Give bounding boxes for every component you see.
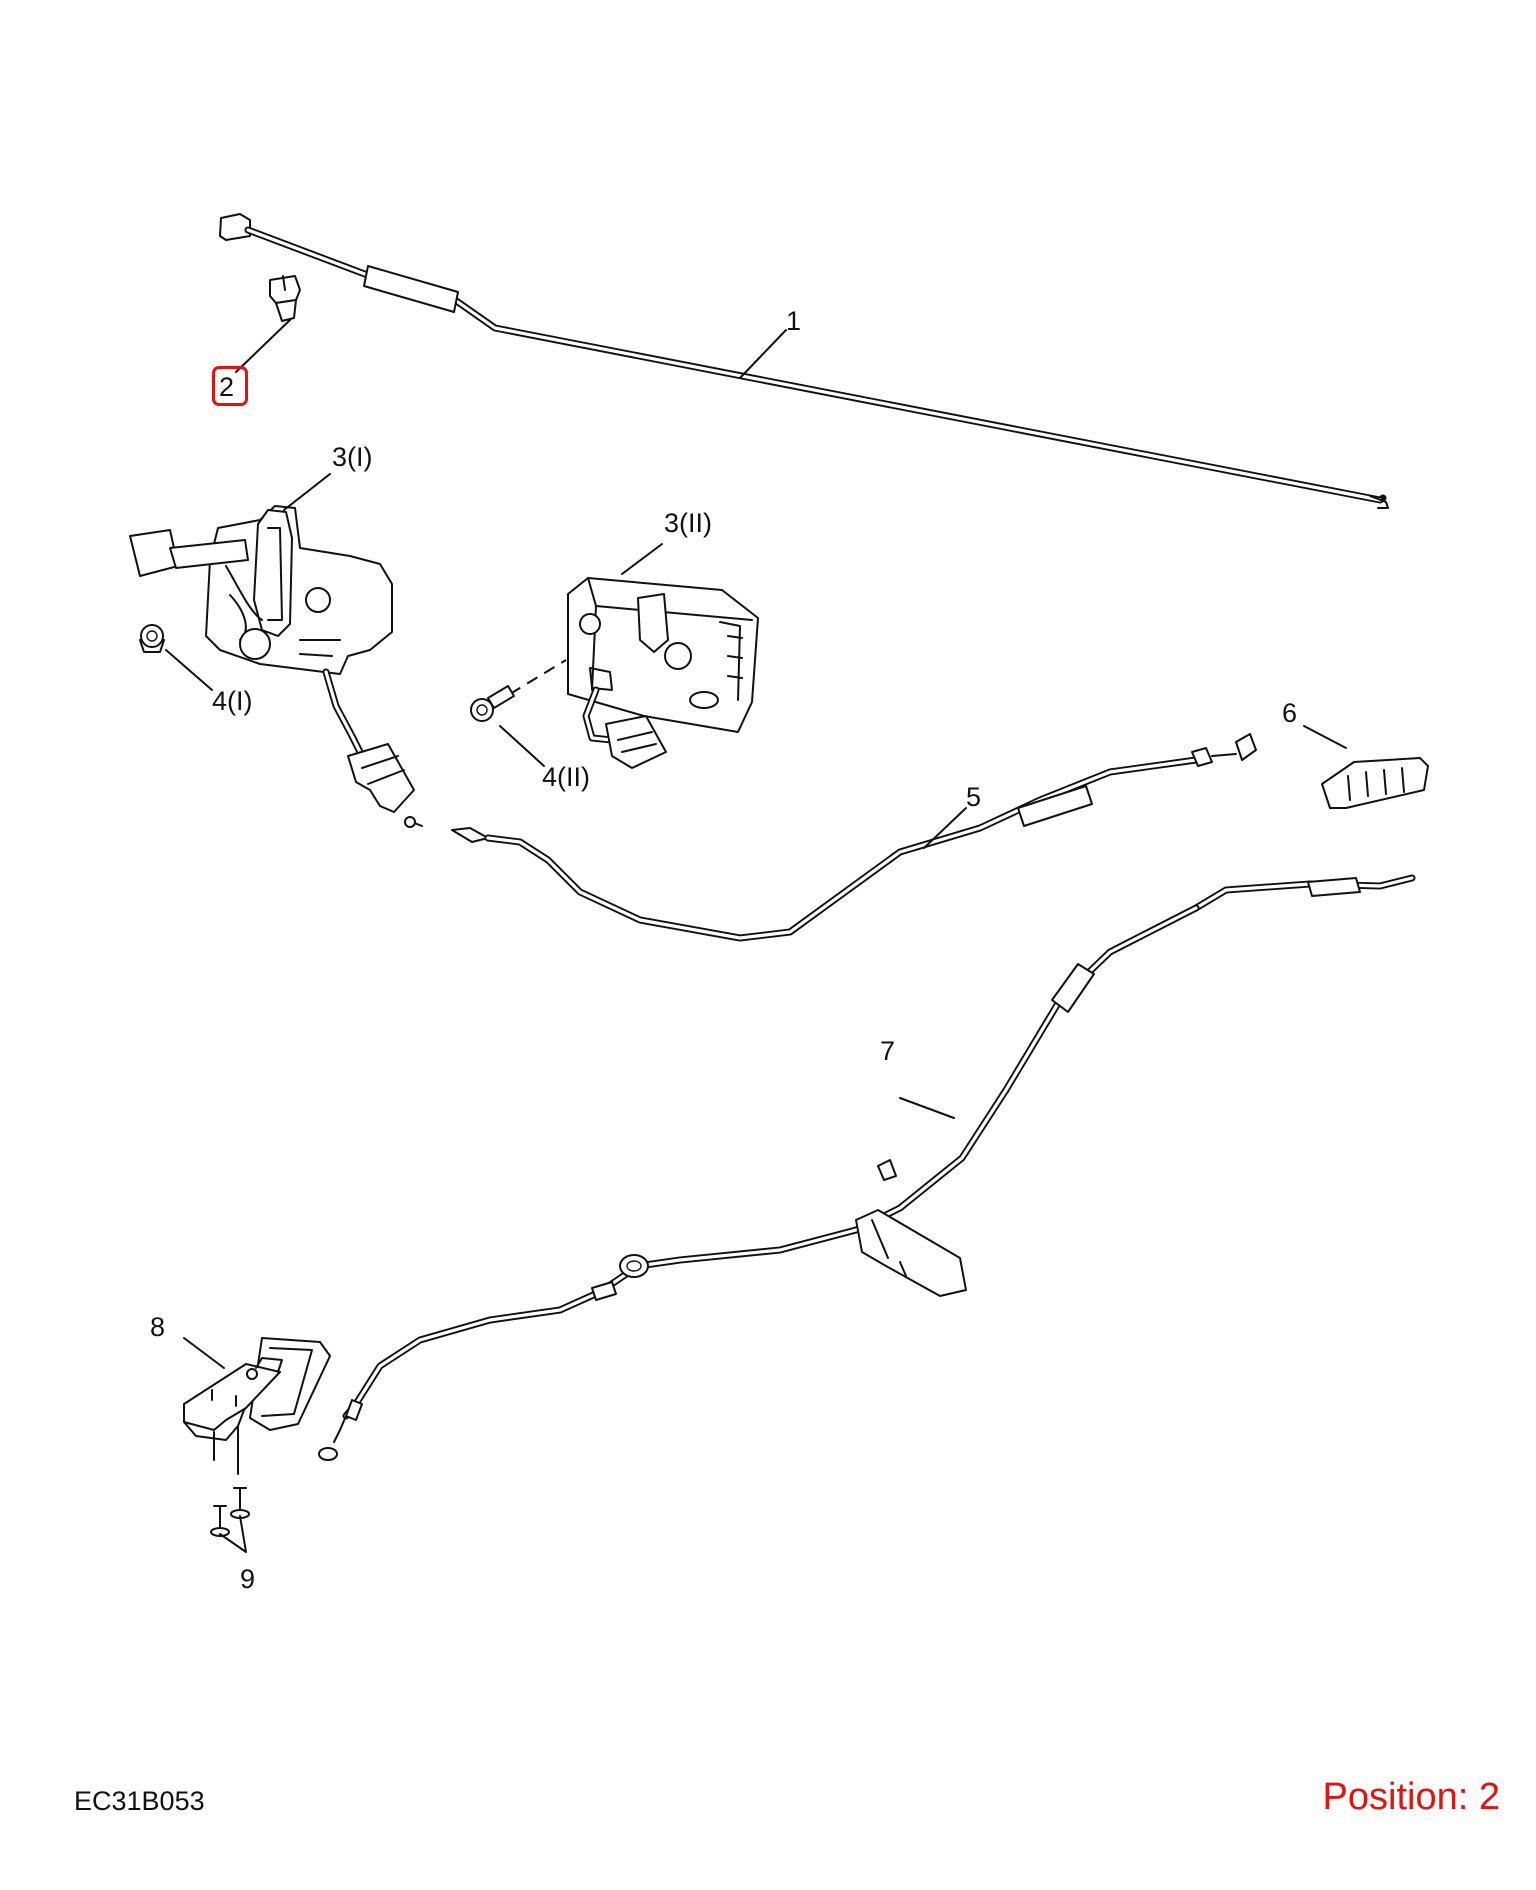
- callout-7[interactable]: 7: [880, 1036, 895, 1066]
- callout-labels: 1 2 3(I) 3(II) 4(I) 4(II) 5 6 7 8 9: [150, 306, 1297, 1594]
- callout-3-ii[interactable]: 3(II): [664, 508, 712, 538]
- selected-callout-highlight: [212, 366, 248, 406]
- part-2-clip[interactable]: [269, 275, 301, 322]
- callout-4-i[interactable]: 4(I): [212, 686, 253, 716]
- callout-6[interactable]: 6: [1282, 698, 1297, 728]
- part-3-ii-latch[interactable]: [509, 577, 759, 769]
- part-4-i-bolt[interactable]: [139, 624, 165, 653]
- position-label: Position: 2: [1322, 1776, 1500, 1818]
- callout-5[interactable]: 5: [966, 782, 981, 812]
- part-5-cable[interactable]: [404, 733, 1257, 942]
- callout-4-ii[interactable]: 4(II): [542, 762, 590, 792]
- part-4-ii-bolt[interactable]: [470, 685, 515, 722]
- part-9-screws[interactable]: [210, 1487, 250, 1537]
- callout-8[interactable]: 8: [150, 1312, 165, 1342]
- part-8-bracket[interactable]: [183, 1337, 331, 1475]
- callout-1[interactable]: 1: [786, 306, 801, 336]
- callout-2[interactable]: 2: [219, 372, 234, 402]
- callout-9[interactable]: 9: [240, 1564, 255, 1594]
- leader-lines: [165, 319, 1347, 1553]
- part-3-i-latch[interactable]: [129, 505, 415, 813]
- part-1-rod[interactable]: [219, 213, 1389, 509]
- callout-3-i[interactable]: 3(I): [332, 442, 373, 472]
- part-6-handle[interactable]: [1321, 757, 1429, 809]
- part-7-cable[interactable]: [318, 874, 1416, 1461]
- figure-code: EC31B053: [74, 1786, 205, 1816]
